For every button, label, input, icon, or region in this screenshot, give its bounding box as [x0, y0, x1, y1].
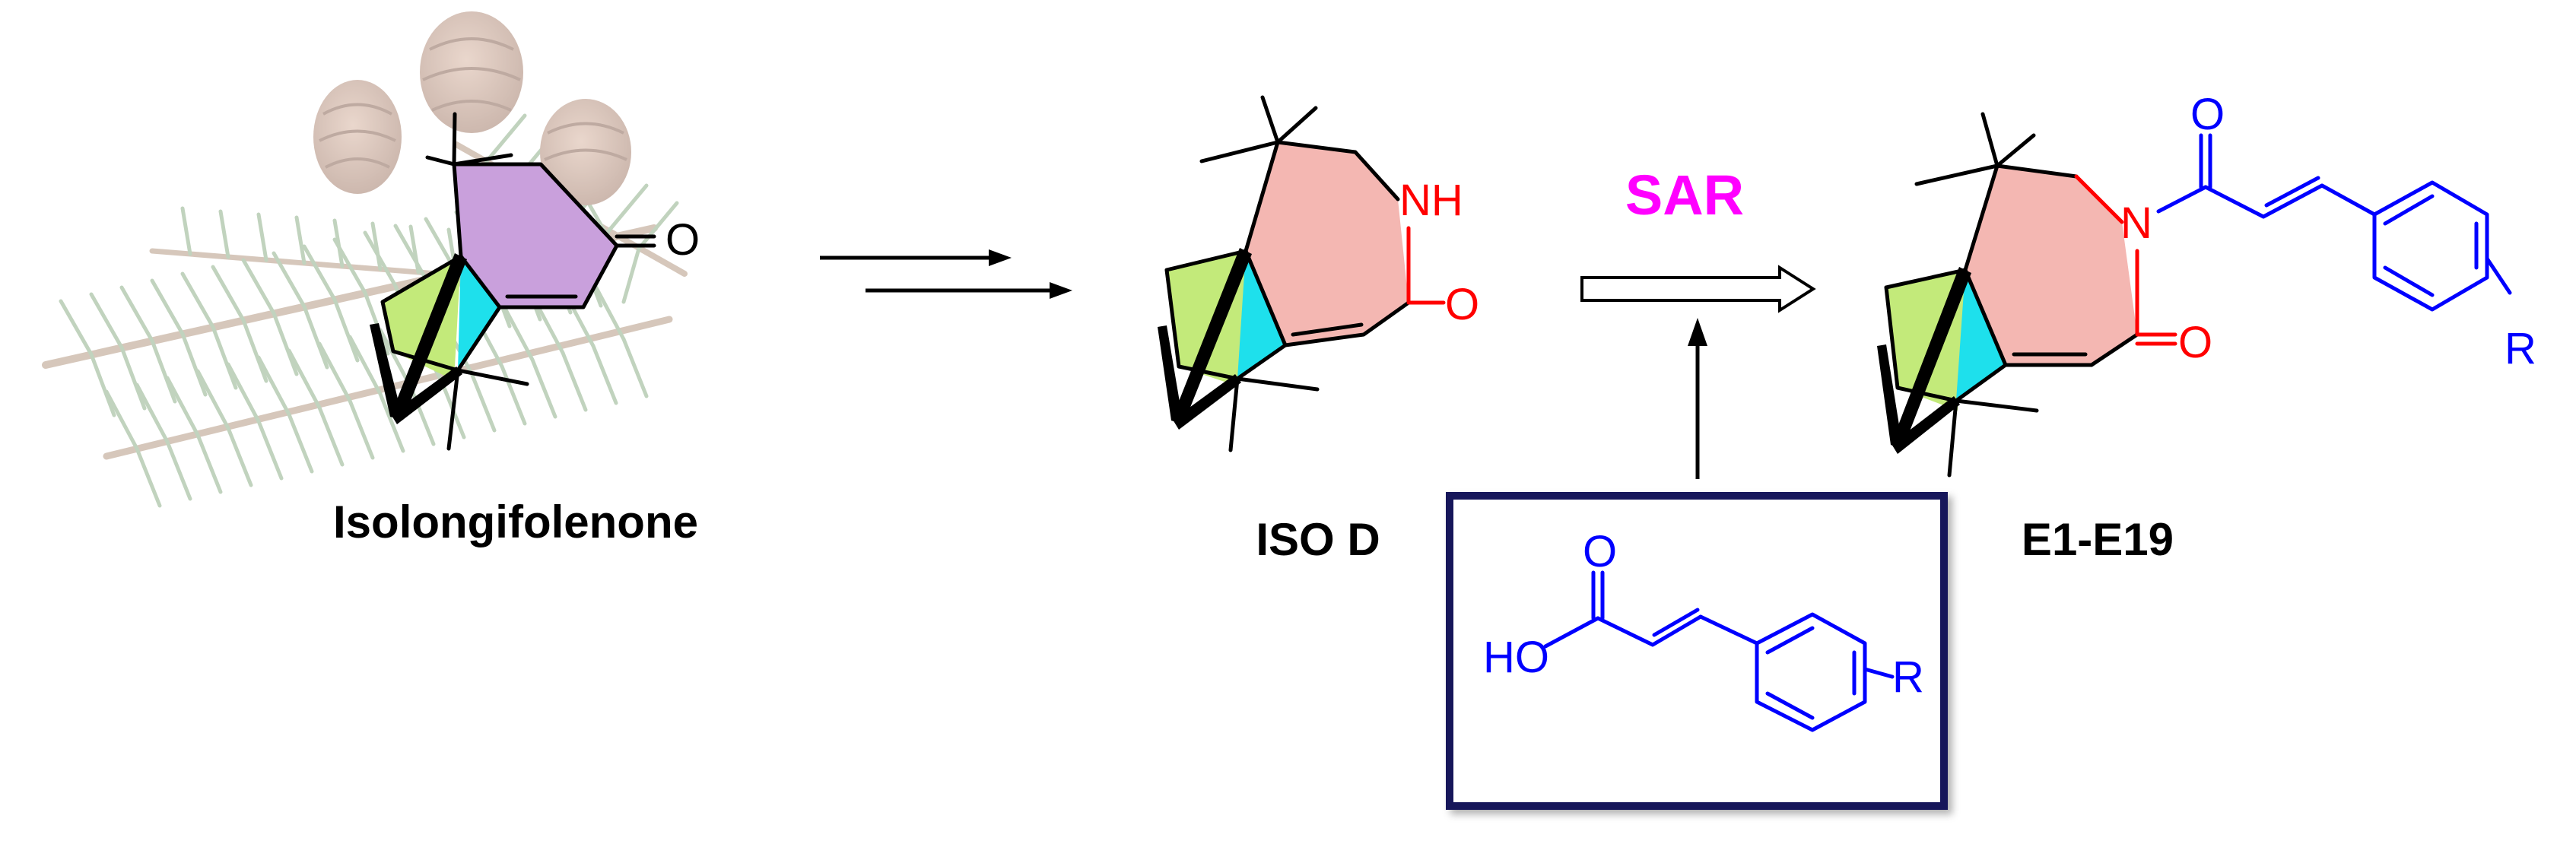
iso-d-label: ISO D — [1256, 514, 1380, 565]
pine-branch-background — [42, 11, 688, 508]
cyan-bridge-fill — [458, 256, 500, 370]
pink-lactam-ring-fill-3 — [1965, 166, 2137, 365]
e1-e19-acyl-chain — [2156, 133, 2512, 312]
iso-d-structure — [1158, 95, 1446, 452]
cyan-bridge-fill-3 — [1956, 270, 2006, 401]
e1-e19-acyl-carbonyl-o: O — [2190, 90, 2225, 139]
iso-d-nh-label: NH — [1399, 176, 1463, 225]
pine-cone-top — [420, 11, 523, 133]
reagent-box — [1446, 492, 1948, 810]
reagent-r-substituent: R — [1892, 652, 1924, 702]
green-bridge-fill — [383, 256, 461, 380]
pine-cone-left — [313, 80, 402, 194]
cyan-bridge-fill-2 — [1237, 251, 1285, 379]
cinnamic-acid-structure — [1543, 570, 1895, 732]
reagent-arrow — [1688, 318, 1707, 479]
pink-lactam-ring-fill — [1246, 142, 1409, 345]
e1-e19-label: E1-E19 — [2022, 514, 2174, 565]
reagent-carbonyl-o: O — [1583, 527, 1617, 576]
sar-label: SAR — [1625, 163, 1744, 227]
multistep-arrows — [820, 249, 1072, 299]
e1-e19-structure — [1877, 112, 2177, 478]
isolongifolenone-label: Isolongifolenone — [333, 497, 698, 547]
isolongifolenone-ketone-o: O — [665, 215, 700, 265]
sar-arrow — [1580, 265, 1816, 313]
pine-cone-right — [540, 99, 631, 205]
purple-ring-fill — [454, 164, 617, 307]
e1-e19-n-atom: N — [2120, 198, 2152, 248]
iso-d-carbonyl-o: O — [1445, 280, 1479, 329]
e1-e19-ring-carbonyl-o: O — [2178, 318, 2212, 367]
isolongifolenone-structure — [370, 112, 656, 451]
e1-e19-r-substituent: R — [2505, 324, 2536, 373]
reagent-ho-label: HO — [1483, 633, 1549, 682]
